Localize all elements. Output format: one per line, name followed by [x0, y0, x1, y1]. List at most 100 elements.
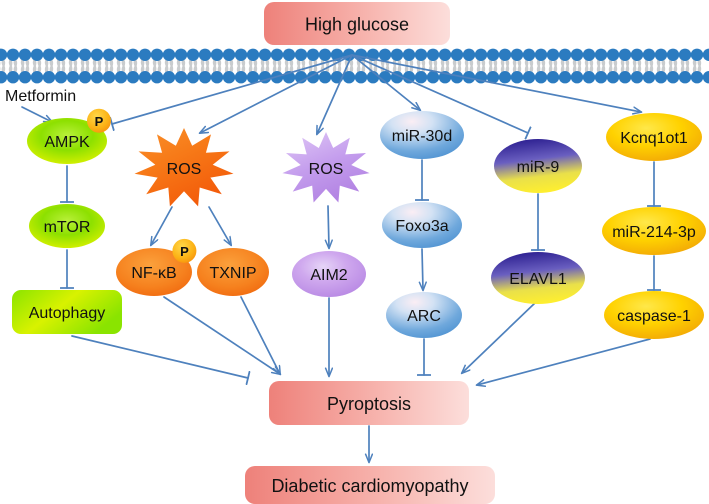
node-mir214[interactable]: miR-214-3p	[602, 207, 706, 255]
node-label-caspase1: caspase-1	[617, 308, 691, 325]
membrane-head	[78, 48, 92, 61]
membrane-head	[150, 71, 164, 84]
node-label-mtor: mTOR	[44, 219, 91, 236]
membrane-head	[582, 48, 596, 61]
edge-glucose-to-mir9	[351, 54, 528, 133]
membrane-head	[258, 48, 272, 61]
edge-glucose-to-ros-purple	[317, 54, 353, 134]
node-label-txnip: TXNIP	[209, 265, 256, 282]
box-shape	[245, 466, 495, 504]
membrane-head	[246, 71, 260, 84]
node-label-autophagy: Autophagy	[29, 305, 106, 322]
node-elavl1[interactable]: ELAVL1	[491, 252, 585, 304]
membrane-head	[390, 48, 404, 61]
membrane-head	[270, 48, 284, 61]
membrane-head	[498, 48, 512, 61]
membrane-head	[42, 71, 56, 84]
box-shape	[269, 381, 469, 425]
membrane-head	[138, 71, 152, 84]
membrane-head	[30, 48, 44, 61]
membrane-head	[78, 71, 92, 84]
membrane-head	[294, 48, 308, 61]
membrane-head	[690, 48, 704, 61]
membrane-head	[198, 71, 212, 84]
membrane-head	[522, 71, 536, 84]
membrane-head	[618, 71, 632, 84]
membrane-head	[522, 48, 536, 61]
edge-metformin-to-ampk	[21, 106, 52, 122]
membrane-head	[570, 48, 584, 61]
membrane-head	[0, 71, 8, 84]
node-foxo3a[interactable]: Foxo3a	[382, 202, 462, 248]
edge-autophagy-to-pyroptosis	[71, 335, 248, 378]
node-shape	[134, 128, 234, 207]
box-shape	[264, 2, 450, 45]
membrane-head	[354, 71, 368, 84]
node-label-mir214: miR-214-3p	[612, 224, 696, 241]
membrane-head	[378, 48, 392, 61]
membrane-head	[126, 48, 140, 61]
membrane-head	[510, 48, 524, 61]
membrane-head	[606, 48, 620, 61]
membrane-head	[198, 48, 212, 61]
node-shape	[292, 251, 366, 297]
edge-elavl1-to-pyroptosis	[462, 301, 537, 373]
node-label-foxo3a: Foxo3a	[395, 218, 448, 235]
node-ros_orange[interactable]: ROS	[134, 128, 234, 207]
node-ros_purple[interactable]: ROS	[282, 132, 370, 203]
node-label-kcnq1ot1: Kcnq1ot1	[620, 130, 688, 147]
node-aim2[interactable]: AIM2	[292, 251, 366, 297]
membrane-head	[486, 71, 500, 84]
edge-nfkb-to-pyroptosis	[163, 296, 280, 374]
node-autophagy[interactable]: Autophagy	[12, 290, 122, 334]
membrane-head	[222, 48, 236, 61]
membrane-head	[558, 71, 572, 84]
membrane-head	[702, 71, 709, 84]
node-arc[interactable]: ARC	[386, 292, 462, 338]
membrane-head	[546, 71, 560, 84]
membrane-head	[246, 48, 260, 61]
membrane-head	[426, 71, 440, 84]
membrane-head	[414, 71, 428, 84]
freetext-layer: Metformin	[5, 88, 76, 105]
membrane-head	[486, 48, 500, 61]
membrane-head	[654, 71, 668, 84]
edge-glucose-to-ampk	[112, 54, 353, 124]
membrane-head	[66, 48, 80, 61]
membrane-head	[342, 71, 356, 84]
node-mir9[interactable]: miR-9	[494, 139, 582, 193]
membrane-head	[174, 48, 188, 61]
node-label-nfkb: NF-κB	[131, 265, 176, 282]
node-mir30d[interactable]: miR-30d	[380, 111, 464, 159]
node-mtor[interactable]: mTOR	[29, 204, 105, 248]
membrane-head	[582, 71, 596, 84]
pyroptosis-box[interactable]: Pyroptosis	[269, 381, 469, 425]
edge-foxo3a-to-arc	[422, 248, 423, 290]
membrane-head	[186, 71, 200, 84]
membrane-head	[234, 71, 248, 84]
node-shape	[27, 118, 107, 164]
membrane-head	[102, 48, 116, 61]
dcm-box[interactable]: Diabetic cardiomyopathy	[245, 466, 495, 504]
membrane-head	[450, 71, 464, 84]
membrane-head	[570, 71, 584, 84]
node-shape	[386, 292, 462, 338]
membrane-head	[594, 48, 608, 61]
node-txnip[interactable]: TXNIP	[197, 248, 269, 296]
node-shape	[116, 248, 192, 296]
node-label-mir30d: miR-30d	[392, 128, 452, 145]
node-nfkb[interactable]: PNF-κB	[116, 238, 197, 296]
node-shape	[491, 252, 585, 304]
high-glucose-box[interactable]: High glucose	[264, 2, 450, 45]
node-kcnq1ot1[interactable]: Kcnq1ot1	[606, 113, 702, 161]
membrane-head	[678, 48, 692, 61]
membrane-head	[150, 48, 164, 61]
node-label-elavl1: ELAVL1	[509, 271, 567, 288]
node-caspase1[interactable]: caspase-1	[604, 291, 704, 339]
edge-layer	[21, 54, 654, 462]
node-label-mir9: miR-9	[517, 159, 560, 176]
node-shape	[12, 290, 122, 334]
